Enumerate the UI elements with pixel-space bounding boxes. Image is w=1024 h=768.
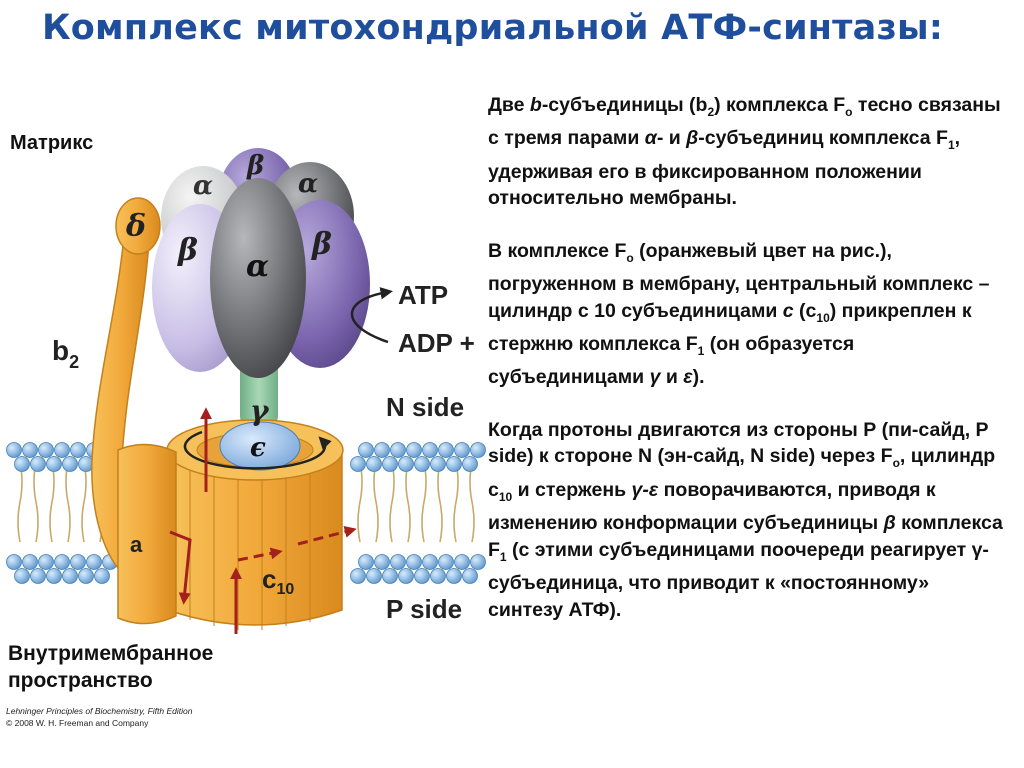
page-title: Комплекс митохондриальной АТФ-синтазы:: [42, 8, 944, 48]
lipid-head: [446, 568, 462, 584]
paragraph-3: Когда протоны двигаются из стороны Р (пи…: [488, 418, 1003, 621]
lipid-head: [350, 568, 366, 584]
lipid-head: [6, 442, 22, 458]
lipid-head: [374, 442, 390, 458]
lipid-head: [414, 568, 430, 584]
lipid-head: [14, 456, 30, 472]
figure-credit: Lehninger Principles of Biochemistry, Fi…: [6, 705, 192, 729]
lipid-head: [454, 554, 470, 570]
delta-label: δ: [125, 209, 146, 244]
lipid-head: [422, 442, 438, 458]
lipid-head: [30, 568, 46, 584]
lipid-head: [62, 568, 78, 584]
atp-synthase-diagram: δ b2 α β α β α β γ ϵ a c10 ATP ADP + N s…: [6, 148, 486, 634]
proton-path-arrows: [169, 407, 357, 634]
lipid-head: [398, 568, 414, 584]
lipid-head: [398, 456, 414, 472]
lipid-head: [382, 568, 398, 584]
lipid-head: [70, 442, 86, 458]
lipid-head: [14, 568, 30, 584]
lipid-head: [46, 456, 62, 472]
lipid-head: [430, 456, 446, 472]
alpha-left-label: α: [193, 171, 213, 201]
p-side-label: P side: [386, 594, 462, 624]
lipid-head: [22, 442, 38, 458]
lipid-head: [6, 554, 22, 570]
lipid-head: [414, 456, 430, 472]
membrane-tails: [17, 461, 475, 543]
lipid-head: [390, 442, 406, 458]
b2-label: b2: [52, 335, 79, 372]
intermembrane-line-2: пространство: [8, 669, 153, 692]
alpha-right-label: α: [298, 169, 318, 199]
intermembrane-line-1: Внутримембранное: [8, 642, 214, 665]
lipid-head: [446, 456, 462, 472]
paragraph-2: В комплексе Fo (оранжевый цвет на рис.),…: [488, 239, 990, 389]
a-label: a: [130, 532, 143, 557]
lipid-head: [358, 442, 374, 458]
lipid-head: [38, 442, 54, 458]
lipid-head: [54, 554, 70, 570]
beta-left-label: β: [177, 233, 198, 268]
lipid-head: [94, 568, 110, 584]
lipid-head: [374, 554, 390, 570]
alpha-center-label: α: [246, 249, 269, 284]
credit-book: Lehninger Principles of Biochemistry, Fi…: [6, 706, 193, 716]
lipid-head: [70, 554, 86, 570]
paragraph-1: Две b-субъединицы (b2) комплекса Fo тесн…: [488, 94, 1001, 210]
lipid-head: [390, 554, 406, 570]
beta-top-label: β: [246, 151, 264, 181]
lipid-head: [470, 554, 486, 570]
rotation-arrow: [183, 430, 332, 470]
matrix-label: Матрикс: [10, 132, 94, 154]
lipid-head: [30, 456, 46, 472]
lipid-head: [470, 442, 486, 458]
c10-ring: [166, 419, 344, 630]
lipid-head: [78, 568, 94, 584]
lipid-head: [438, 554, 454, 570]
lipid-head: [22, 554, 38, 570]
lipid-head: [438, 442, 454, 458]
beta-right-label: β: [311, 227, 332, 262]
c10-label: c10: [262, 564, 294, 598]
lipid-head: [462, 568, 478, 584]
atp-adp-arrow: [350, 287, 393, 344]
lipid-head: [366, 568, 382, 584]
description-text: Две b-субъединицы (b2) комплекса Fo тесн…: [488, 92, 1008, 623]
credit-publisher: © 2008 W. H. Freeman and Company: [6, 718, 149, 728]
gamma-label: γ: [250, 394, 270, 427]
lipid-head: [46, 568, 62, 584]
epsilon-label: ϵ: [250, 433, 266, 463]
epsilon-subunit: [219, 421, 301, 471]
lipid-head: [366, 456, 382, 472]
lipid-head: [462, 456, 478, 472]
lipid-head: [358, 554, 374, 570]
lipid-head: [406, 442, 422, 458]
lipid-head: [430, 568, 446, 584]
intermembrane-space-label: Внутримембранное пространство: [8, 640, 278, 694]
atp-label: ATP: [398, 280, 448, 310]
lipid-head: [54, 442, 70, 458]
lipid-head: [422, 554, 438, 570]
lipid-head: [38, 554, 54, 570]
lipid-head: [454, 442, 470, 458]
n-side-label: N side: [386, 392, 464, 422]
lipid-head: [350, 456, 366, 472]
lipid-head: [382, 456, 398, 472]
alpha-subunit-center: [210, 178, 306, 378]
lipid-head: [86, 554, 102, 570]
a-subunit: [117, 443, 177, 625]
lipid-head: [62, 456, 78, 472]
adp-label: ADP +: [398, 328, 475, 358]
lipid-head: [406, 554, 422, 570]
delta-subunit: [115, 197, 161, 255]
